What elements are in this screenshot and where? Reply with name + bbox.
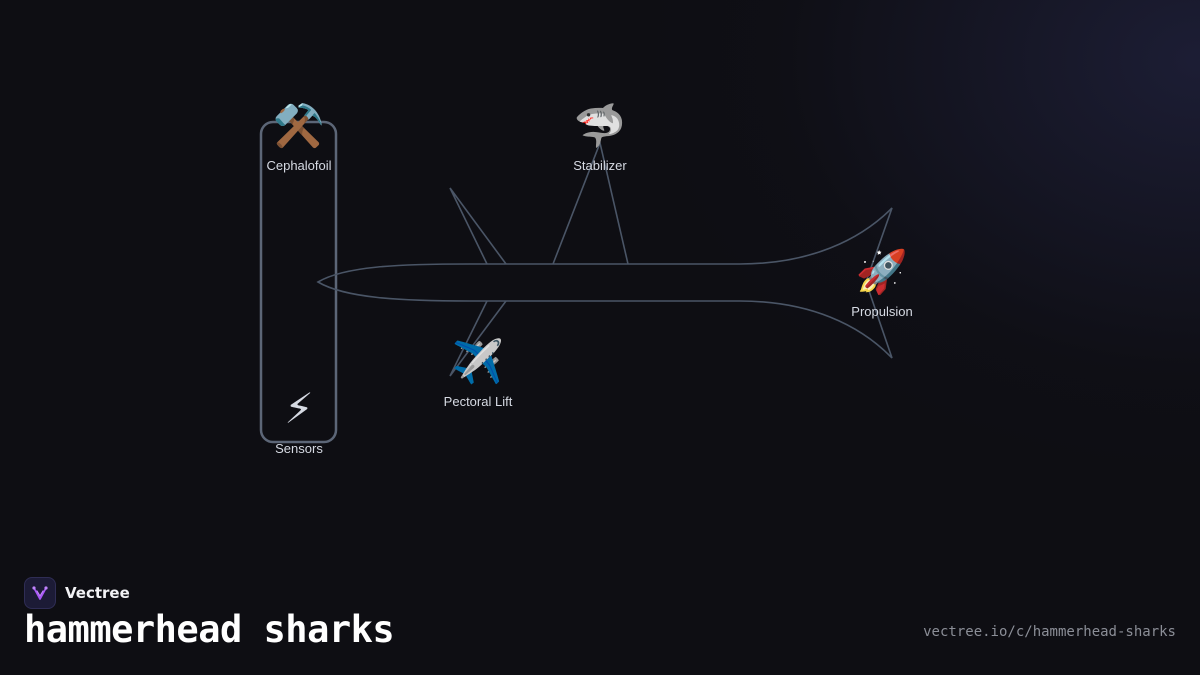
page-url[interactable]: vectree.io/c/hammerhead-sharks [923, 624, 1176, 640]
vectree-logo-icon [24, 577, 56, 609]
airplane-icon: ✈️ [451, 338, 505, 385]
cephalofoil-box [259, 120, 338, 444]
upper-fin [449, 187, 507, 265]
node-cephalofoil[interactable]: ⚒️ Cephalofoil [229, 102, 369, 173]
node-sensors[interactable]: ⚡ Sensors [229, 385, 369, 456]
hammer-and-pick-icon: ⚒️ [272, 102, 326, 149]
shark-icon: 🦈 [573, 102, 627, 149]
node-stabilizer[interactable]: 🦈 Stabilizer [530, 102, 670, 173]
brand[interactable]: Vectree [24, 577, 130, 609]
lightning-icon: ⚡ [284, 385, 314, 432]
node-propulsion[interactable]: 🚀 Propulsion [812, 248, 952, 319]
node-label: Sensors [275, 441, 323, 456]
node-label: Propulsion [851, 304, 913, 319]
node-label: Stabilizer [573, 158, 627, 173]
node-label: Cephalofoil [266, 158, 332, 173]
pectoral-fin [449, 300, 507, 377]
brand-name: Vectree [65, 584, 130, 602]
rocket-icon: 🚀 [855, 248, 909, 295]
node-pectoral-lift[interactable]: ✈️ Pectoral Lift [408, 338, 548, 409]
page-title: hammerhead sharks [24, 608, 395, 651]
dorsal-fin [552, 140, 629, 265]
shark-body [316, 207, 893, 359]
node-label: Pectoral Lift [443, 394, 513, 409]
